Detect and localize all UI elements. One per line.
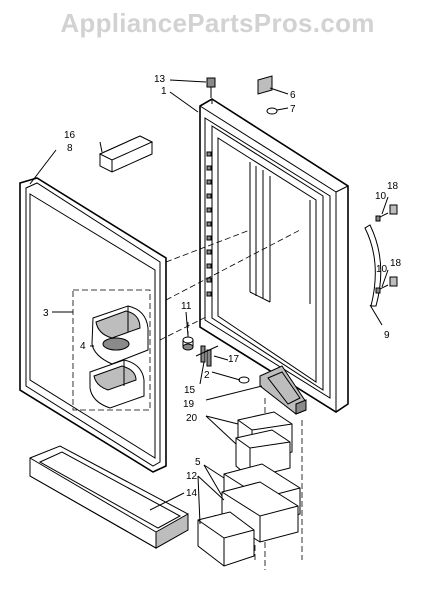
hinge-bushing-bottom bbox=[182, 336, 194, 351]
callout-11: 11 bbox=[181, 301, 192, 312]
callout-2: 2 bbox=[204, 370, 210, 381]
callout-17: 17 bbox=[228, 354, 240, 365]
door-shelf-rail bbox=[259, 365, 307, 415]
door-outer-panel bbox=[199, 98, 349, 413]
leader-lines bbox=[29, 79, 389, 525]
callout-19: 19 bbox=[183, 399, 195, 410]
bottom-door-bin bbox=[29, 445, 189, 549]
callout-6: 6 bbox=[290, 90, 296, 101]
door-bins-upper bbox=[235, 411, 293, 479]
callout-18-upper: 18 bbox=[387, 181, 399, 192]
site-watermark: AppliancePartsPros.com bbox=[60, 8, 375, 38]
callout-16: 16 bbox=[64, 130, 76, 141]
callout-10-upper: 10 bbox=[375, 191, 387, 202]
callout-5: 5 bbox=[195, 457, 201, 468]
small-top-bin bbox=[98, 135, 154, 173]
callout-15: 15 bbox=[184, 385, 196, 396]
door-closer-pins bbox=[195, 345, 219, 367]
callout-8: 8 bbox=[67, 143, 73, 154]
callout-4: 4 bbox=[80, 341, 86, 352]
door-stop-washer bbox=[266, 107, 278, 115]
rating-label bbox=[257, 75, 273, 95]
hinge-bushing bbox=[206, 77, 216, 98]
callout-20: 20 bbox=[186, 413, 198, 424]
callout-18-lower: 18 bbox=[390, 258, 402, 269]
door-rail-holes bbox=[206, 151, 212, 297]
handle-screws bbox=[375, 204, 398, 294]
callout-labels: 13 1 6 7 16 8 10 18 18 10 9 3 4 11 17 2 … bbox=[43, 74, 402, 499]
callout-13: 13 bbox=[154, 74, 166, 85]
callout-10-lower: 10 bbox=[376, 264, 388, 275]
dairy-bin bbox=[89, 359, 145, 409]
callout-7: 7 bbox=[290, 104, 296, 115]
callout-12: 12 bbox=[186, 471, 198, 482]
callout-1: 1 bbox=[161, 86, 167, 97]
callout-3: 3 bbox=[43, 308, 49, 319]
callout-14: 14 bbox=[186, 488, 198, 499]
door-inner-liner bbox=[204, 117, 331, 399]
dairy-compartment-door bbox=[91, 305, 149, 365]
door-stop-bushing bbox=[238, 376, 250, 384]
bottom-small-bin bbox=[197, 511, 255, 567]
door-gasket bbox=[19, 177, 167, 473]
callout-9: 9 bbox=[384, 330, 390, 341]
